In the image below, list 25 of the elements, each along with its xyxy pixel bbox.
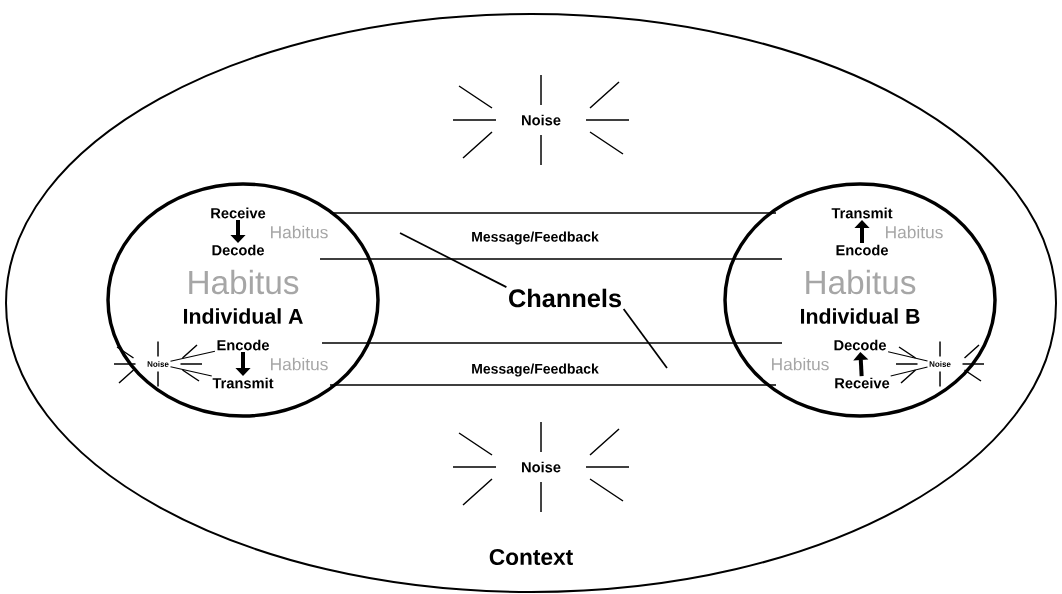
step-label: Transmit bbox=[831, 207, 893, 219]
background-word: Habitus bbox=[886, 225, 943, 239]
step-label: Decode bbox=[212, 244, 264, 256]
step-label: Transmit bbox=[212, 377, 274, 389]
leader-line bbox=[399, 232, 508, 288]
noise-burst: Noise bbox=[452, 74, 630, 166]
noise-burst: Noise bbox=[452, 421, 630, 513]
background-word: Habitus bbox=[772, 357, 829, 371]
noise-burst: Noise bbox=[113, 340, 203, 388]
leader-line bbox=[622, 308, 668, 369]
noise-burst: Noise bbox=[895, 340, 985, 388]
background-word: Habitus bbox=[806, 269, 916, 295]
step-label: Receive bbox=[835, 377, 890, 389]
leader-line bbox=[890, 366, 929, 377]
step-label: Channels bbox=[509, 288, 621, 308]
step-label: Encode bbox=[836, 244, 888, 256]
step-label: Decode bbox=[834, 339, 886, 351]
leader-line bbox=[169, 350, 216, 362]
background-word: Habitus bbox=[271, 225, 328, 239]
leader-line bbox=[169, 366, 213, 377]
background-word: Habitus bbox=[189, 269, 299, 295]
step-label: Receive bbox=[211, 207, 266, 219]
leader-line bbox=[887, 351, 929, 362]
background-word: Habitus bbox=[271, 357, 328, 371]
step-label: Encode bbox=[217, 339, 269, 351]
